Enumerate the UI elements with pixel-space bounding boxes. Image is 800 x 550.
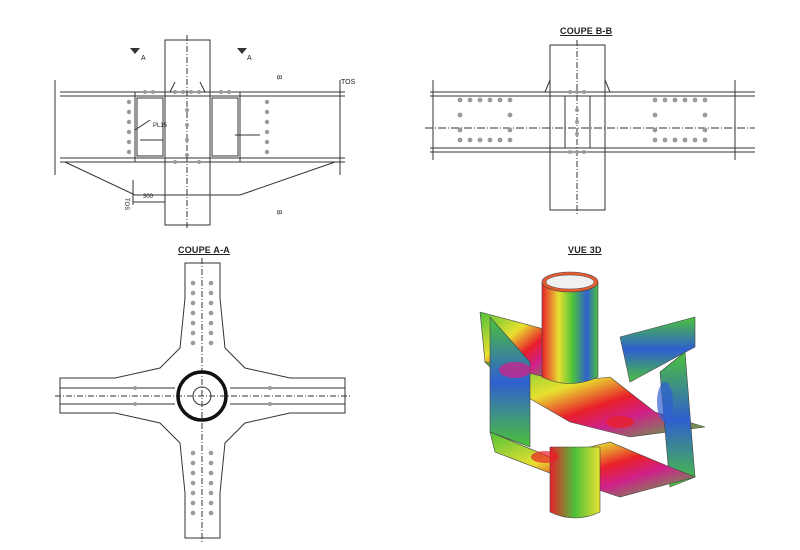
fea-3d-view bbox=[479, 271, 706, 519]
bolt-field bbox=[457, 90, 708, 154]
cut-a-left-label: A bbox=[141, 55, 146, 62]
left-mark-label: TOS bbox=[123, 198, 129, 210]
upper-flange-right bbox=[619, 316, 696, 383]
dimension-label: 300 bbox=[143, 194, 154, 200]
section-bb-title: COUPE B-B bbox=[560, 26, 613, 36]
column-upper bbox=[541, 281, 599, 384]
cut-b-bottom-label: B bbox=[275, 210, 282, 215]
section-aa-title: COUPE A-A bbox=[178, 245, 230, 255]
cut-a-right-label: A bbox=[247, 55, 252, 62]
column-lower bbox=[549, 446, 601, 519]
elevation-label: TOS bbox=[341, 79, 356, 86]
bolt-field-aa bbox=[133, 280, 272, 516]
view-3d-title: VUE 3D bbox=[568, 245, 602, 255]
elevation-drawing: A A PL15 300 TOS B B TOS bbox=[54, 35, 356, 228]
plate-label: PL15 bbox=[153, 123, 168, 129]
bolt-group bbox=[126, 90, 270, 164]
section-bb-drawing bbox=[425, 40, 755, 215]
column-section bbox=[176, 370, 228, 422]
section-aa-drawing bbox=[55, 258, 350, 543]
cut-b-top-label: B bbox=[275, 75, 282, 80]
